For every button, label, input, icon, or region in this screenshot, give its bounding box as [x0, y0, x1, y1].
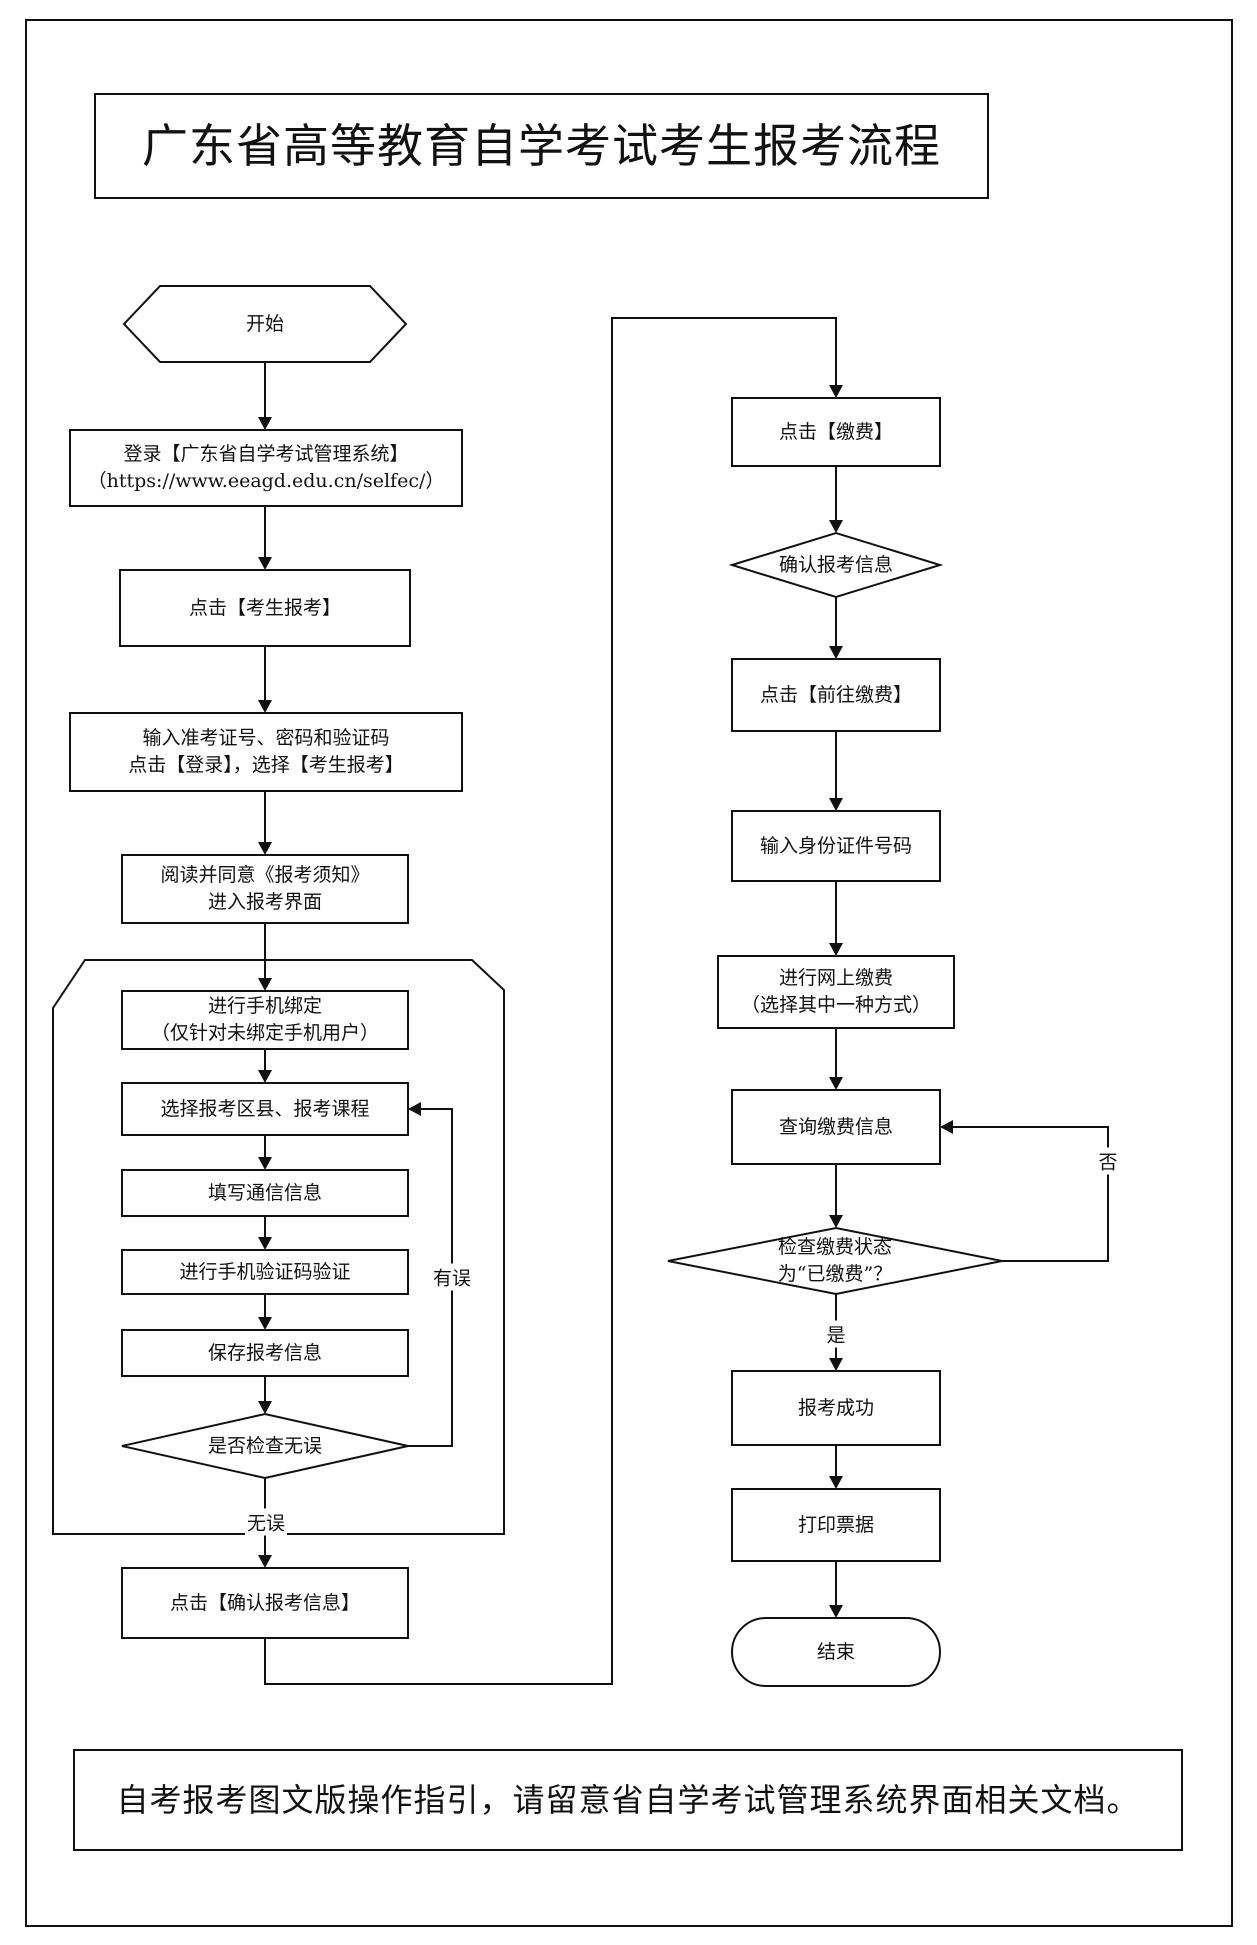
click-pay-label: 点击【缴费】	[778, 420, 893, 443]
start-hexagon	[122, 285, 408, 363]
edge-click-credentials-arrowhead	[258, 700, 272, 713]
start-label: 开始	[245, 312, 284, 335]
page-title: 广东省高等教育自学考试考生报考流程	[95, 94, 988, 198]
select-courses-label: 选择报考区县、报考课程	[160, 1097, 370, 1120]
edge-start-login-arrowhead	[258, 417, 272, 430]
click-exam-register-step: 点击【考生报考】	[120, 570, 410, 646]
edge-login-click-arrowhead	[258, 557, 272, 570]
edge-select-fill-arrowhead	[258, 1157, 272, 1170]
save-info-step: 保存报考信息	[122, 1330, 408, 1376]
edge-go-id-arrowhead	[829, 798, 843, 811]
read-notice-step: 阅读并同意《报考须知》 进入报考界面	[122, 855, 408, 923]
end-node: 结束	[732, 1618, 940, 1686]
confirm-info-step: 点击【确认报考信息】	[122, 1568, 408, 1638]
label-ok: 无误	[244, 1508, 288, 1536]
bind-phone-step: 进行手机绑定 （仅针对未绑定手机用户）	[122, 991, 408, 1049]
confirm-exam-info-diamond	[728, 531, 944, 599]
edge-error-loop-arrowhead	[408, 1102, 421, 1116]
success-step: 报考成功	[732, 1371, 940, 1445]
online-pay-line2: （选择其中一种方式）	[740, 994, 931, 1016]
check-status-line1: 检查缴费状态	[777, 1236, 892, 1258]
label-no: 否	[1096, 1147, 1120, 1175]
enter-id-step: 输入身份证件号码	[732, 811, 940, 881]
title-box	[94, 93, 989, 199]
login-line1: 登录【广东省自学考试管理系统】	[123, 443, 409, 465]
confirm-exam-info-label: 确认报考信息	[778, 553, 893, 576]
enter-id-label: 输入身份证件号码	[759, 834, 912, 857]
read-notice-line1: 阅读并同意《报考须知》	[160, 864, 370, 886]
end-label: 结束	[816, 1640, 855, 1663]
query-pay-label: 查询缴费信息	[778, 1115, 893, 1138]
check-status-decision: 检查缴费状态 为“已缴费”？	[668, 1228, 1002, 1294]
edge-check-success-arrowhead	[829, 1358, 843, 1371]
edge-save-check-arrowhead	[258, 1401, 272, 1414]
phone-verify-step: 进行手机验证码验证	[122, 1250, 408, 1294]
footer-note-text: 自考报考图文版操作指引，请留意省自学考试管理系统界面相关文档。	[116, 1780, 1140, 1819]
edge-fill-verify-arrowhead	[258, 1237, 272, 1250]
edge-credentials-notice-arrowhead	[258, 842, 272, 855]
query-pay-step: 查询缴费信息	[732, 1090, 940, 1164]
go-pay-label: 点击【前往缴费】	[759, 683, 912, 706]
success-label: 报考成功	[797, 1396, 874, 1419]
login-line2: （https://www.eeagd.edu.cn/selfec/）	[87, 470, 445, 492]
confirm-exam-info-decision: 确认报考信息	[732, 533, 940, 597]
edge-online-query-arrowhead	[829, 1077, 843, 1090]
page-title-text: 广东省高等教育自学考试考生报考流程	[142, 118, 941, 173]
edge-bind-select-arrowhead	[258, 1070, 272, 1083]
edge-confirm-go-arrowhead	[829, 646, 843, 659]
edge-notice-bind-arrowhead	[258, 978, 272, 991]
print-ticket-step: 打印票据	[732, 1489, 940, 1561]
print-ticket-label: 打印票据	[797, 1513, 874, 1536]
read-notice-line2: 进入报考界面	[207, 891, 322, 913]
edge-id-online-arrowhead	[829, 943, 843, 956]
edge-no-loop-arrowhead	[940, 1120, 953, 1134]
fill-contact-step: 填写通信信息	[122, 1170, 408, 1216]
edge-left-to-right-line	[264, 317, 837, 1685]
footer-box	[73, 1749, 1183, 1851]
edge-verify-save-arrowhead	[258, 1317, 272, 1330]
confirm-info-label: 点击【确认报考信息】	[169, 1591, 360, 1614]
enter-credentials-line1: 输入准考证号、密码和验证码	[142, 727, 390, 749]
edge-success-print-arrowhead	[829, 1476, 843, 1489]
bind-phone-line1: 进行手机绑定	[207, 995, 322, 1017]
edge-check-confirm-arrowhead	[258, 1555, 272, 1568]
phone-verify-label: 进行手机验证码验证	[179, 1260, 351, 1283]
select-courses-step: 选择报考区县、报考课程	[122, 1083, 408, 1135]
check-status-line2: 为“已缴费”？	[777, 1263, 893, 1285]
edge-left-to-right-arrowhead	[829, 385, 843, 398]
edge-pay-confirm-arrowhead	[829, 520, 843, 533]
enter-credentials-step: 输入准考证号、密码和验证码 点击【登录】，选择【考生报考】	[70, 713, 462, 791]
fill-contact-label: 填写通信信息	[207, 1181, 322, 1204]
check-correct-decision: 是否检查无误	[122, 1414, 408, 1478]
click-exam-register-label: 点击【考生报考】	[188, 596, 341, 619]
sub-process-frame	[52, 959, 505, 1535]
click-pay-step: 点击【缴费】	[732, 398, 940, 466]
label-error: 有误	[430, 1263, 474, 1291]
check-correct-label: 是否检查无误	[207, 1434, 322, 1457]
bind-phone-line2: （仅针对未绑定手机用户）	[150, 1022, 379, 1044]
label-yes: 是	[824, 1320, 848, 1348]
save-info-label: 保存报考信息	[207, 1341, 322, 1364]
online-pay-step: 进行网上缴费 （选择其中一种方式）	[718, 956, 954, 1028]
page-border	[25, 19, 1233, 1927]
enter-credentials-line2: 点击【登录】，选择【考生报考】	[128, 754, 404, 776]
edge-print-end-arrowhead	[829, 1605, 843, 1618]
go-pay-step: 点击【前往缴费】	[732, 659, 940, 731]
start-node: 开始	[124, 286, 406, 362]
edge-no-loop-line	[953, 1126, 1109, 1262]
online-pay-line1: 进行网上缴费	[778, 967, 893, 989]
login-step: 登录【广东省自学考试管理系统】 （https://www.eeagd.edu.c…	[70, 430, 462, 506]
footer-note: 自考报考图文版操作指引，请留意省自学考试管理系统界面相关文档。	[74, 1750, 1182, 1850]
edge-query-check-arrowhead	[829, 1215, 843, 1228]
